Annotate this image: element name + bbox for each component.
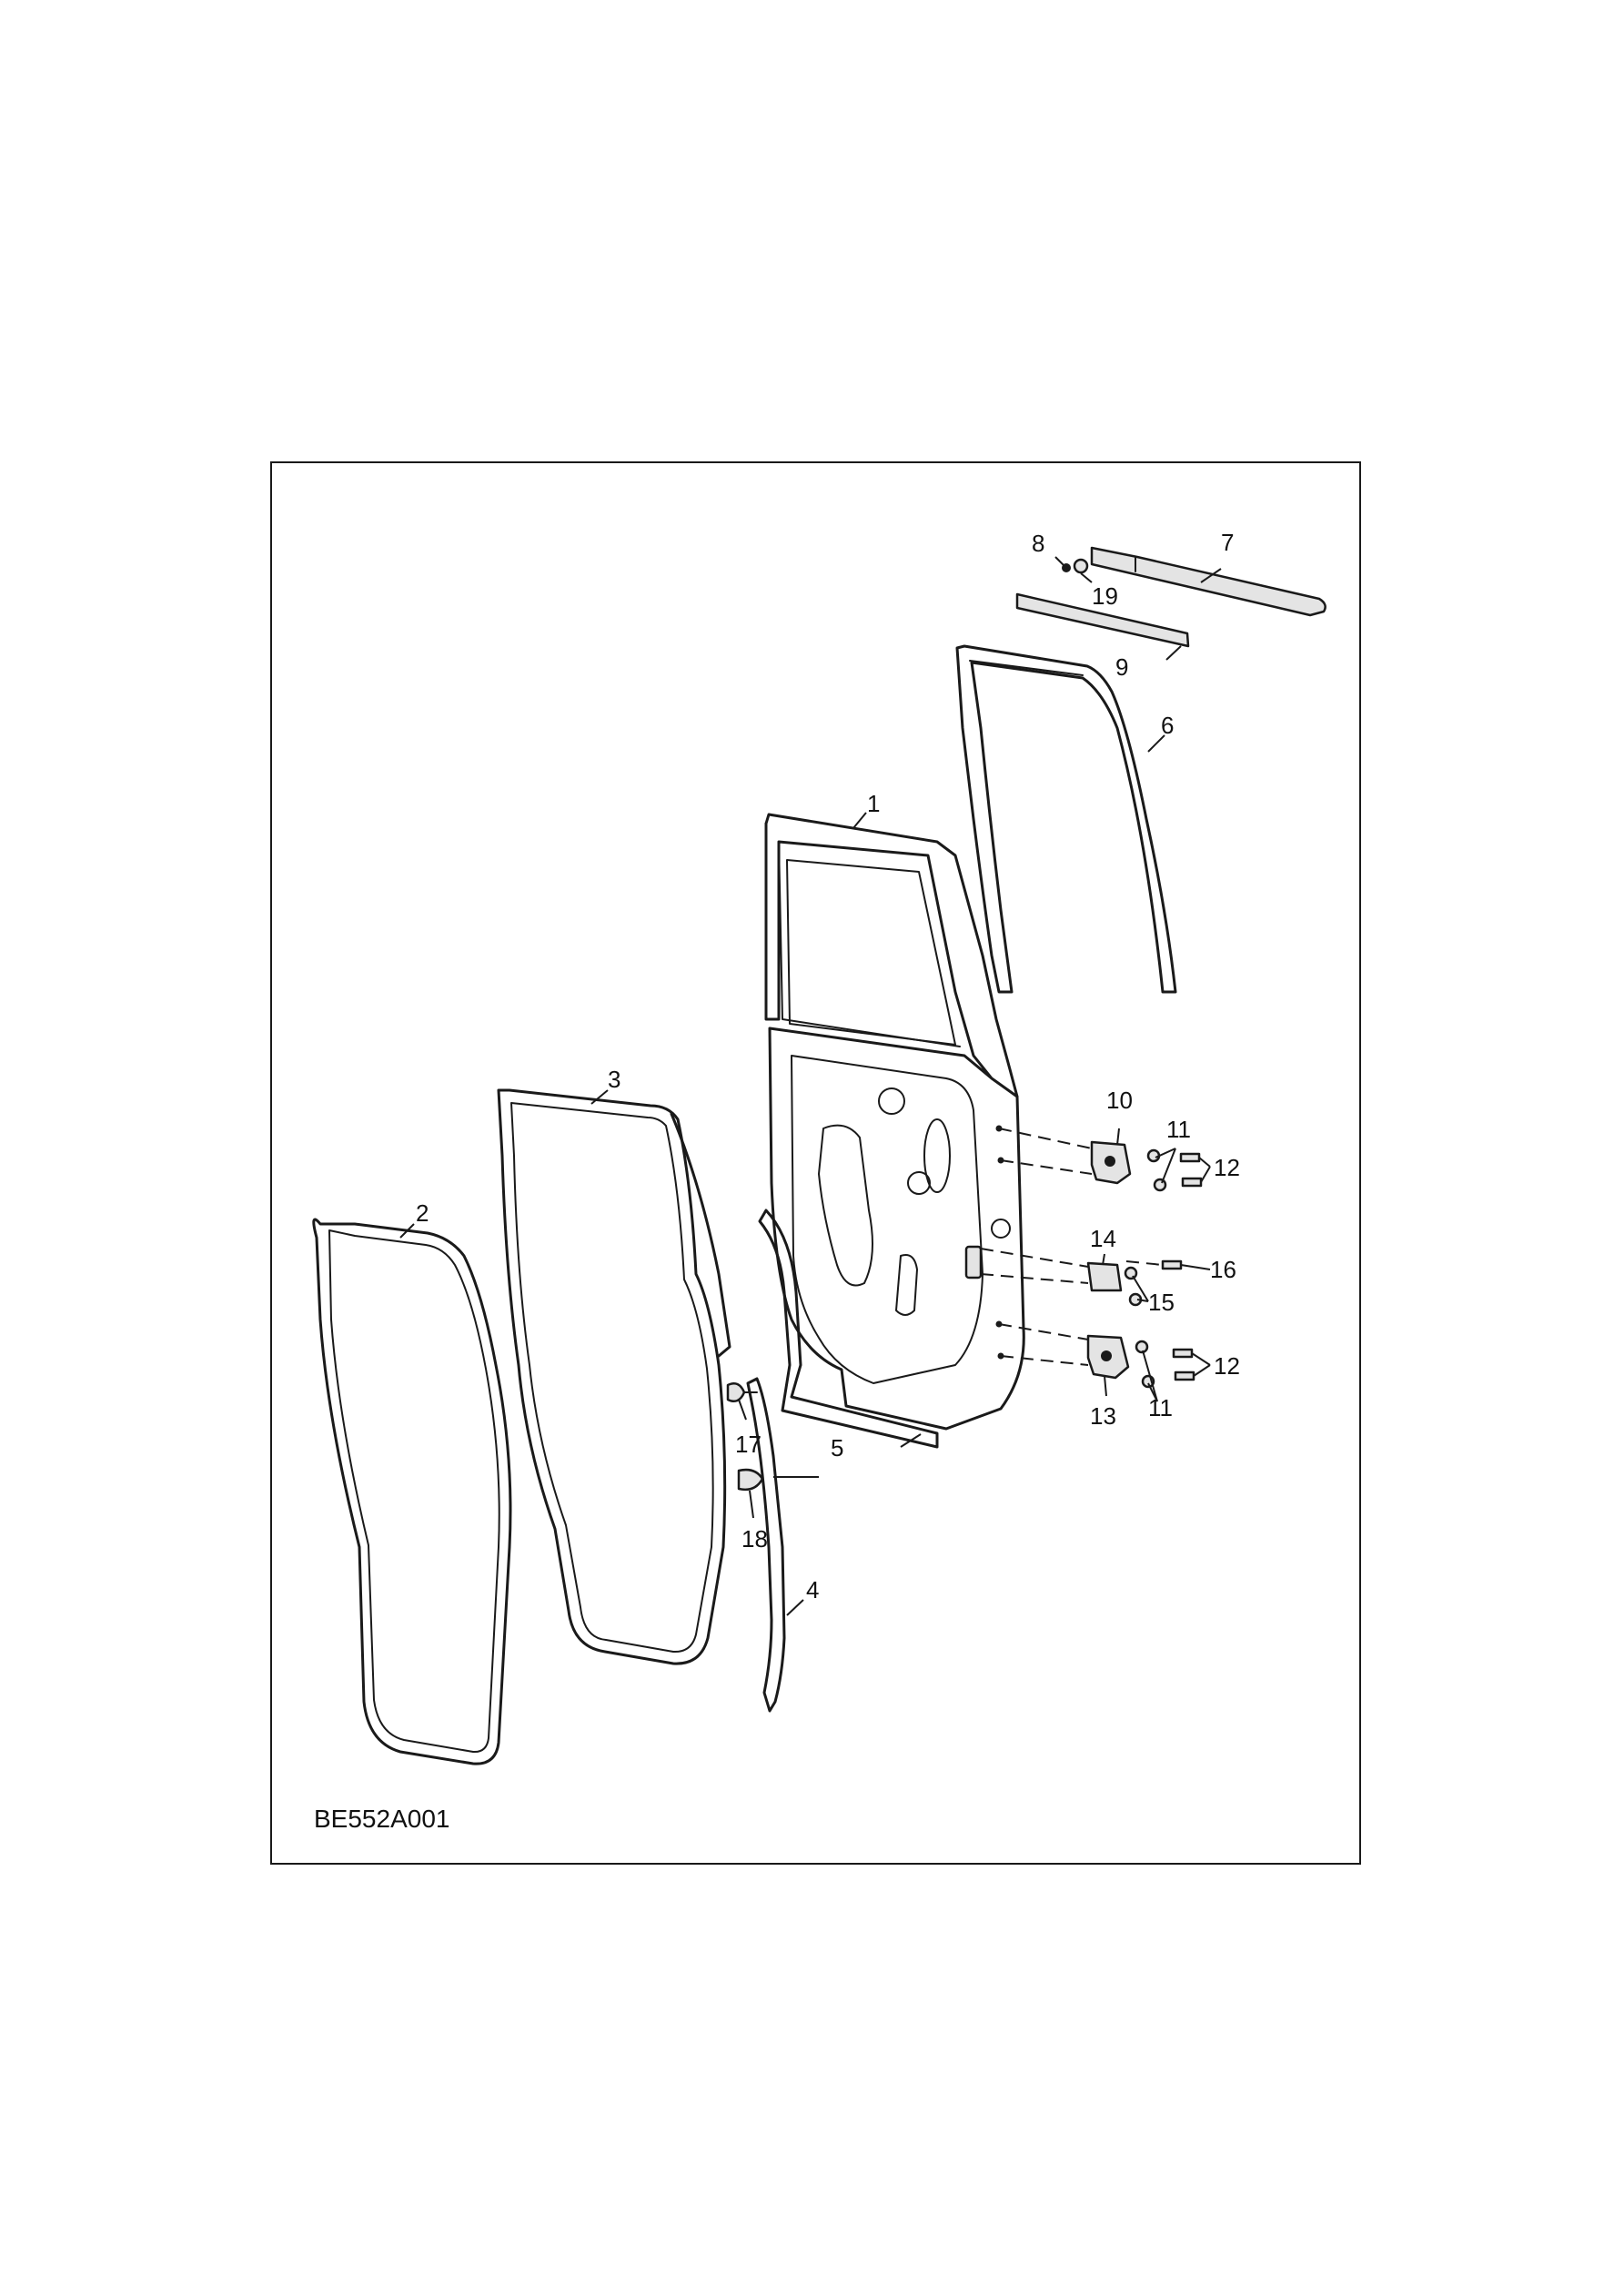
callout-16: 16 — [1210, 1256, 1236, 1283]
part-18-grommet — [737, 1468, 764, 1492]
part-1-door-shell — [764, 813, 1025, 1431]
part-10-upper-hinge — [998, 1128, 1132, 1185]
callout-8: 8 — [1032, 530, 1044, 557]
part-14-check-strap — [980, 1248, 1123, 1292]
callout-7: 7 — [1221, 529, 1234, 556]
callout-9: 9 — [1115, 653, 1128, 681]
diagram-reference-code: BE552A001 — [314, 1805, 449, 1833]
callout-1: 1 — [867, 790, 880, 817]
callout-12-upper: 12 — [1214, 1154, 1240, 1181]
callout-3: 3 — [608, 1066, 620, 1093]
callout-18: 18 — [741, 1525, 768, 1553]
part-19-clip — [1073, 558, 1089, 574]
part-2-outer-seal — [312, 1218, 512, 1765]
part-6-glass-run-channel — [955, 644, 1177, 994]
callout-5: 5 — [831, 1434, 843, 1462]
callout-2: 2 — [416, 1199, 429, 1227]
callout-13: 13 — [1090, 1402, 1116, 1430]
part-5-lower-seal-strip — [758, 1209, 939, 1449]
callout-11-lower: 11 — [1148, 1394, 1173, 1421]
part-16-bolt — [1125, 1259, 1183, 1270]
part-12-upper-bolts — [1179, 1152, 1203, 1188]
callout-4: 4 — [806, 1576, 819, 1603]
callout-12-lower: 12 — [1214, 1352, 1240, 1380]
diagram-frame — [270, 461, 1361, 1865]
part-3-door-seal — [497, 1088, 731, 1665]
callout-6: 6 — [1161, 712, 1174, 739]
part-4-lower-door-seal — [746, 1377, 819, 1713]
leader-lines — [399, 556, 1222, 1616]
part-9-inner-belt-strip — [1015, 592, 1190, 648]
callout-labels: 1 2 3 4 5 6 7 8 9 10 11 12 13 14 15 16 1… — [416, 529, 1240, 1603]
part-12-lower-bolts — [1172, 1348, 1195, 1381]
callout-19: 19 — [1092, 582, 1118, 610]
callout-14: 14 — [1090, 1225, 1116, 1252]
part-7-outer-belt-moulding — [1090, 546, 1326, 617]
callout-10: 10 — [1106, 1087, 1133, 1114]
callout-11-upper: 11 — [1166, 1116, 1191, 1143]
part-13-lower-hinge — [998, 1323, 1130, 1380]
part-17-push-clip — [726, 1382, 758, 1402]
callout-17: 17 — [735, 1431, 762, 1458]
callout-15: 15 — [1148, 1289, 1175, 1316]
